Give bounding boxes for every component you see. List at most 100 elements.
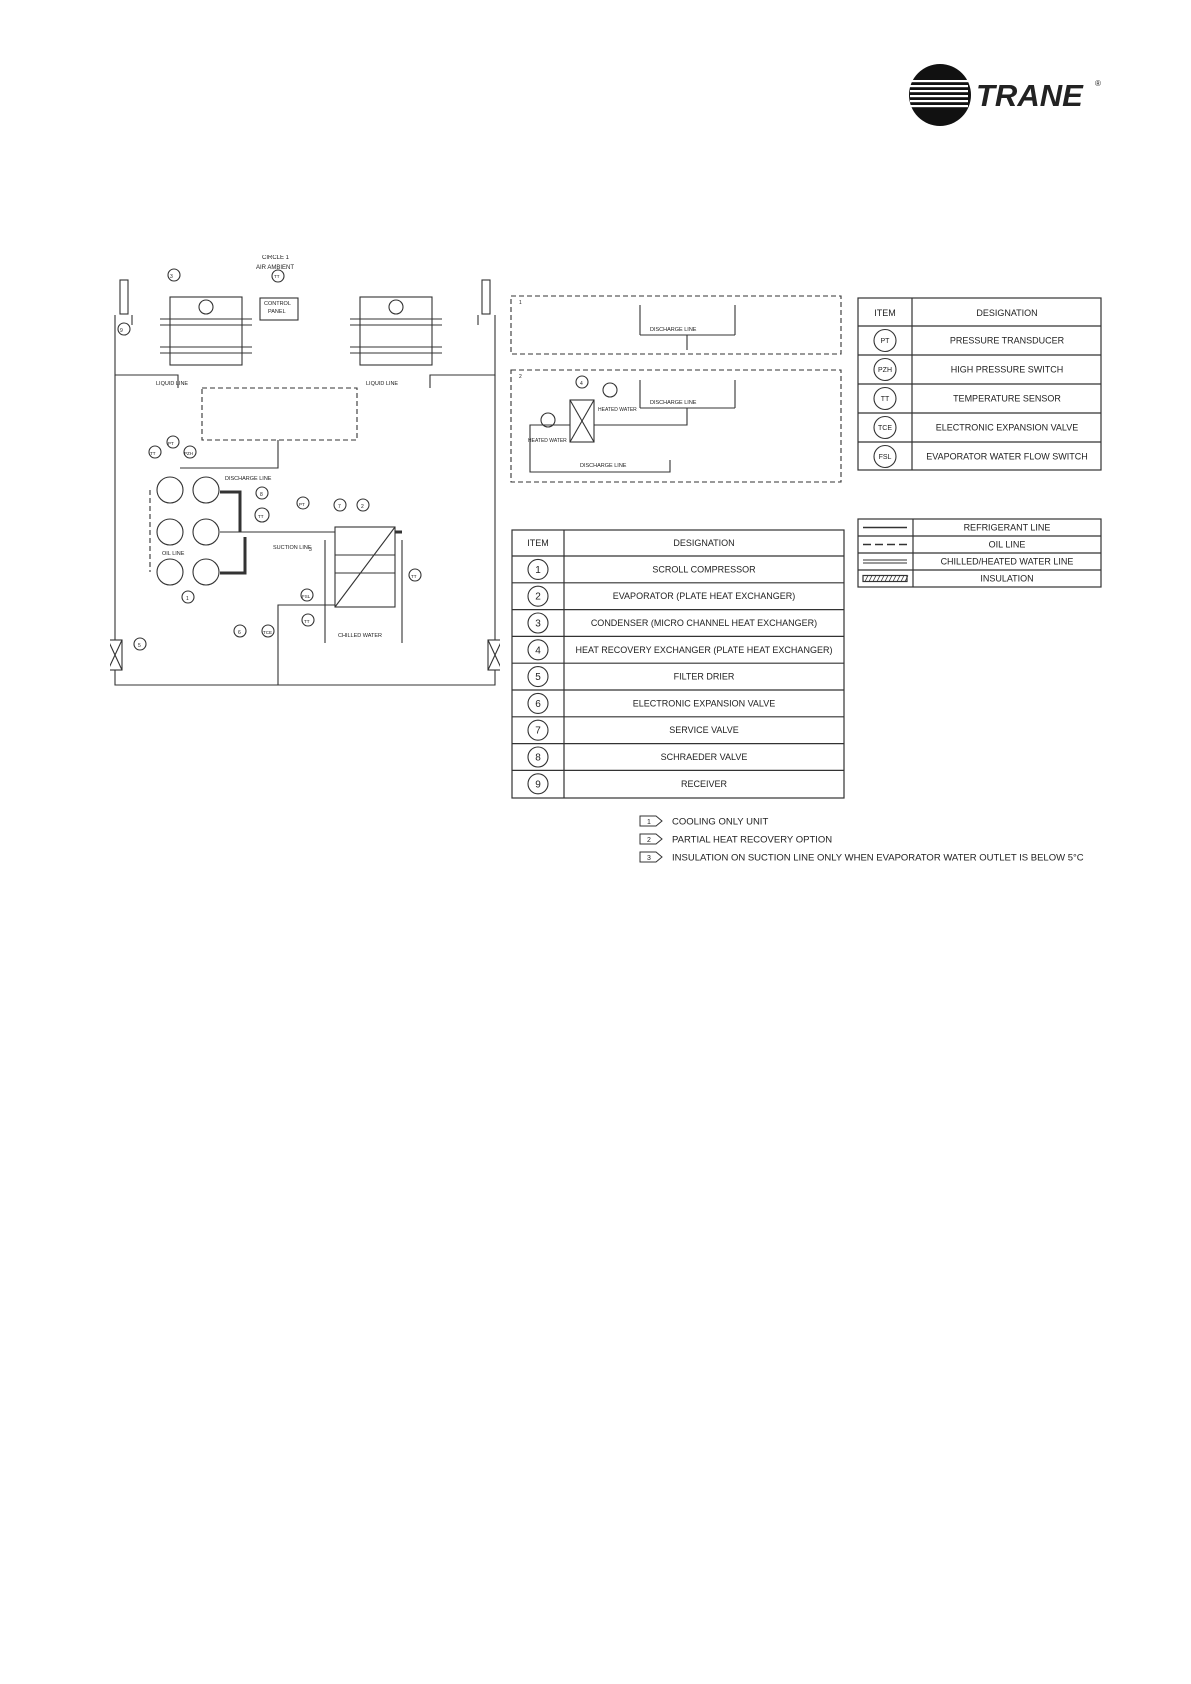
sensor-tt-outlet-label: TT bbox=[411, 574, 417, 579]
notes: 1 COOLING ONLY UNIT 2 PARTIAL HEAT RECOVERY… bbox=[639, 815, 1084, 864]
component-designation: EVAPORATOR (PLATE HEAT EXCHANGER) bbox=[613, 591, 796, 601]
line-legend-label: OIL LINE bbox=[989, 540, 1026, 550]
heated-water-in-label: HEATED WATER bbox=[528, 438, 567, 444]
sensor-pzh-label: PZH bbox=[184, 451, 193, 456]
callout-3: 3 bbox=[170, 274, 173, 280]
item-number-circle bbox=[527, 558, 549, 580]
callout-8: 8 bbox=[260, 492, 263, 498]
note-tag: 1 bbox=[647, 819, 651, 826]
item-number-circle bbox=[527, 692, 549, 714]
trane-logo-mark: TRANE ® bbox=[909, 64, 1101, 126]
sensor-item: PZH bbox=[878, 367, 892, 374]
line-style-swatch bbox=[863, 559, 907, 564]
sensor-designation: TEMPERATURE SENSOR bbox=[953, 394, 1061, 404]
sensor-symbol bbox=[873, 386, 897, 411]
sensor-pt-suction-label: PT bbox=[299, 502, 305, 507]
line-legend-label: CHILLED/HEATED WATER LINE bbox=[941, 557, 1074, 567]
note-tag: 2 bbox=[647, 837, 651, 844]
sensor-symbol bbox=[873, 444, 897, 469]
note-text: PARTIAL HEAT RECOVERY OPTION bbox=[672, 835, 832, 846]
liquid-line-left-label: LIQUID LINE bbox=[156, 381, 188, 387]
option-box-1-tag: 1 bbox=[519, 300, 522, 306]
item-number-circle bbox=[527, 773, 549, 795]
compressor-2-scroll bbox=[156, 518, 184, 546]
note-item: 2 PARTIAL HEAT RECOVERY OPTION bbox=[639, 833, 832, 846]
option-box-1-discharge: DISCHARGE LINE bbox=[650, 327, 697, 333]
sensor-table-row: TT TEMPERATURE SENSOR bbox=[873, 386, 1061, 411]
air-ambient-sensor-label: TT bbox=[274, 274, 280, 279]
receiver-left bbox=[119, 279, 129, 315]
sensor-tt-water-label: TT bbox=[304, 619, 310, 624]
component-designation: RECEIVER bbox=[681, 779, 728, 789]
callout-2: 2 bbox=[361, 504, 364, 510]
heated-water-out-label: HEATED WATER bbox=[598, 407, 637, 413]
note-text: INSULATION ON SUCTION LINE ONLY WHEN EVA… bbox=[672, 853, 1084, 864]
line-legend-row: CHILLED/HEATED WATER LINE bbox=[863, 557, 1073, 567]
item-number-circle bbox=[527, 746, 549, 768]
trane-logo: TRANE ® bbox=[908, 62, 1108, 128]
condenser-right bbox=[359, 296, 433, 366]
item-number-circle bbox=[527, 719, 549, 741]
note-tag: 3 bbox=[647, 855, 651, 862]
sensor-table-header-item: ITEM bbox=[874, 308, 896, 318]
sensor-table-header-designation: DESIGNATION bbox=[976, 308, 1037, 318]
insulation-line bbox=[220, 490, 242, 532]
oil-line-label: OIL LINE bbox=[162, 551, 185, 557]
component-item: 4 bbox=[535, 645, 541, 656]
component-designation: SERVICE VALVE bbox=[669, 725, 739, 735]
component-designation: HEAT RECOVERY EXCHANGER (PLATE HEAT EXCH… bbox=[576, 645, 833, 655]
option-box bbox=[201, 387, 358, 441]
component-item: 5 bbox=[535, 672, 541, 683]
condenser-left bbox=[169, 296, 243, 366]
callout-7: 7 bbox=[338, 504, 341, 510]
sensor-item: TCE bbox=[878, 425, 892, 432]
sensor-item: PT bbox=[881, 338, 891, 345]
component-table-row: 8 SCHRAEDER VALVE bbox=[512, 743, 844, 768]
sensor-symbol bbox=[873, 328, 897, 353]
line-style-swatch bbox=[862, 574, 909, 583]
fan-icon-right bbox=[388, 299, 404, 315]
refrigerant-schematic: CIRCLE 1 AIR AMBIENT TT CONTROL PANEL LI… bbox=[110, 255, 500, 686]
sensor-item: TT bbox=[881, 396, 890, 403]
line-legend-row: REFRIGERANT LINE bbox=[863, 523, 1050, 533]
component-table-header-item: ITEM bbox=[527, 538, 549, 548]
option-box-2-discharge-top: DISCHARGE LINE bbox=[650, 400, 697, 406]
callout-5: 5 bbox=[138, 643, 141, 649]
component-item: 8 bbox=[535, 753, 541, 764]
circuit-title: CIRCLE 1 bbox=[262, 255, 290, 261]
compressor-3-scroll bbox=[156, 558, 184, 586]
control-panel-line2: PANEL bbox=[268, 309, 286, 315]
fan-icon-left bbox=[198, 299, 214, 315]
component-item: 2 bbox=[535, 592, 541, 603]
sensor-pt-label: PT bbox=[168, 441, 174, 446]
compressor-1-motor bbox=[192, 476, 220, 504]
option-box-2-tag: 2 bbox=[519, 374, 522, 380]
note-tag-flag bbox=[639, 851, 663, 863]
item-number-circle bbox=[527, 585, 549, 607]
item-number-circle bbox=[527, 666, 549, 688]
component-designation: SCHRAEDER VALVE bbox=[661, 752, 748, 762]
component-table-row: 4 HEAT RECOVERY EXCHANGER (PLATE HEAT EXC… bbox=[512, 635, 844, 661]
line-legend-label: REFRIGERANT LINE bbox=[964, 523, 1051, 533]
component-designation: CONDENSER (MICRO CHANNEL HEAT EXCHANGER) bbox=[591, 618, 817, 628]
option-box-1 bbox=[510, 295, 842, 355]
component-designation: ELECTRONIC EXPANSION VALVE bbox=[633, 698, 776, 708]
evaporator bbox=[334, 526, 396, 608]
filter-drier-left bbox=[110, 639, 123, 671]
note-text: COOLING ONLY UNIT bbox=[672, 817, 768, 828]
registered-mark: ® bbox=[1095, 79, 1101, 88]
note-tag-flag bbox=[639, 815, 663, 827]
compressor-3-motor bbox=[192, 558, 220, 586]
chilled-water-label: CHILLED WATER bbox=[338, 633, 382, 639]
component-designation: FILTER DRIER bbox=[674, 672, 735, 682]
